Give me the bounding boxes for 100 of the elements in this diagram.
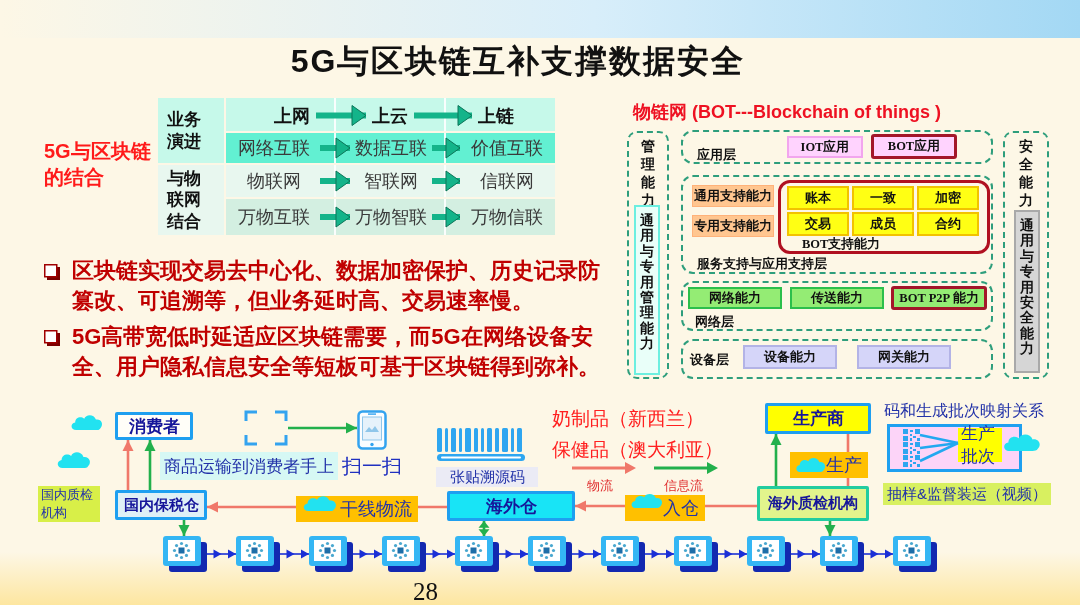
scan-frame-icon: [244, 410, 288, 446]
block-arrow: [320, 137, 351, 159]
capability-column: [627, 131, 669, 379]
capability-block: 网络能力: [688, 287, 782, 309]
function-block: 加密: [917, 186, 979, 210]
block-icon: [747, 536, 791, 572]
stage-label: 万物互联: [228, 199, 320, 235]
stage-label: 智联网: [350, 165, 432, 197]
block-icon: [674, 536, 718, 572]
chevron-arrow: [279, 549, 310, 559]
capability-bar: 通用与专用安全能力: [1014, 210, 1040, 373]
column-title: 安全能力: [1019, 138, 1033, 210]
capability-block: 网关能力: [857, 345, 951, 369]
qr-code-icon: [903, 455, 920, 467]
layer-panel: [681, 281, 993, 331]
arrow: [122, 440, 134, 490]
block-icon: [820, 536, 864, 572]
connector-line: [919, 441, 959, 463]
product-label: 保健品（澳大利亚）: [552, 438, 723, 462]
stage-label: 上云: [366, 100, 414, 131]
legend-label: 物流: [587, 477, 613, 495]
arrow: [478, 521, 490, 536]
entity-box: 生产商: [765, 403, 871, 434]
stage-label: 万物智联: [350, 199, 432, 235]
phone-icon: [357, 410, 387, 450]
section-heading: 物链网 (BOT---Blockchain of things ): [633, 101, 941, 124]
panel-heading: 码和生成批次映射关系: [884, 401, 1044, 421]
caption-band: 张贴溯源码: [436, 467, 538, 487]
stage-label: 数据互联: [350, 133, 432, 163]
slide-title: 5G与区块链互补支撑数据安全: [289, 42, 747, 81]
chevron-arrow: [790, 549, 821, 559]
block-arrow: [432, 206, 461, 228]
page-number: 28: [413, 578, 438, 605]
layer-title: 设备层: [690, 352, 729, 369]
org-tag: 国内质检机构: [38, 486, 100, 522]
entity-box: 消费者: [115, 412, 193, 440]
block-icon: [455, 536, 499, 572]
stage-label: 上网: [268, 100, 316, 131]
bullet-text: 区块链实现交易去中心化、数据加密保护、历史记录防篡改、可追溯等，但业务延时高、交易速率慢。: [72, 257, 601, 315]
row-header: 与物联网结合: [158, 165, 224, 235]
group-title: BOT支持能力: [802, 236, 881, 253]
stage-label: 价值互联: [460, 133, 553, 163]
block-arrow: [320, 206, 351, 228]
block-icon: [309, 536, 353, 572]
block-icon: [382, 536, 426, 572]
qr-code-icon: [903, 442, 920, 454]
warehouse-box: 国内保税仓: [115, 490, 207, 520]
stage-label: 物联网: [228, 165, 320, 197]
layer-title: 应用层: [697, 147, 736, 164]
capability-block: BOT应用: [871, 134, 957, 159]
bot-support-group: [778, 180, 990, 254]
block-icon: [528, 536, 572, 572]
chevron-arrow: [571, 549, 602, 559]
block-arrow: [432, 137, 461, 159]
arrow: [178, 520, 190, 536]
chevron-arrow: [498, 549, 529, 559]
layer-title: 服务支持与应用支持层: [697, 256, 827, 273]
capability-block: IOT应用: [787, 136, 863, 158]
connector-line: [919, 441, 959, 450]
capability-block: BOT P2P 能力: [891, 286, 987, 310]
block-arrow: [316, 105, 367, 126]
chevron-arrow: [863, 549, 894, 559]
layer-panel: [681, 339, 993, 379]
block-icon: [893, 536, 937, 572]
chevron-arrow: [425, 549, 456, 559]
layer-title: 网络层: [695, 314, 734, 331]
chevron-arrow: [352, 549, 383, 559]
stage-label: 信联网: [460, 165, 553, 197]
chevron-arrow: [644, 549, 675, 559]
qr-code-icon: [903, 429, 920, 441]
side-heading: 5G与区块链的结合: [44, 139, 152, 190]
layer-panel: [681, 175, 993, 274]
capability-block: 传送能力: [790, 287, 884, 309]
entity-box: 海外质检机构: [757, 486, 869, 521]
capability-block: 设备能力: [743, 345, 837, 369]
block-arrow: [320, 170, 351, 192]
block-arrow: [414, 105, 473, 126]
product-label: 奶制品（新西兰）: [552, 407, 704, 431]
stage-label: 万物信联: [460, 199, 553, 235]
bullet-text: 5G高带宽低时延适应区块链需要，而5G在网络设备安全、用户隐私信息安全等短板可基于区块链得到弥补。: [72, 323, 601, 381]
arrow: [824, 521, 836, 536]
note-band: 抽样&监督装运（视频）: [883, 483, 1051, 505]
capability-block: 通用支持能力: [692, 185, 774, 207]
row-header: 业务演进: [158, 98, 224, 163]
icon-label: 扫一扫: [341, 454, 403, 479]
warehouse-box: 海外仓: [447, 491, 575, 521]
capability-block: 专用支持能力: [692, 215, 774, 237]
capability-column: [1003, 131, 1049, 379]
layer-panel: [681, 130, 993, 164]
chevron-arrow: [717, 549, 748, 559]
arrow: [770, 434, 782, 486]
legend-label: 信息流: [664, 477, 703, 495]
block-icon: [236, 536, 280, 572]
arrow: [144, 440, 156, 490]
block-icon: [601, 536, 645, 572]
function-block: 一致: [852, 186, 914, 210]
connector-line: [919, 433, 959, 445]
caption-band: 商品运输到消费者手上: [160, 452, 338, 480]
arrow: [288, 422, 357, 434]
block-icon: [163, 536, 207, 572]
